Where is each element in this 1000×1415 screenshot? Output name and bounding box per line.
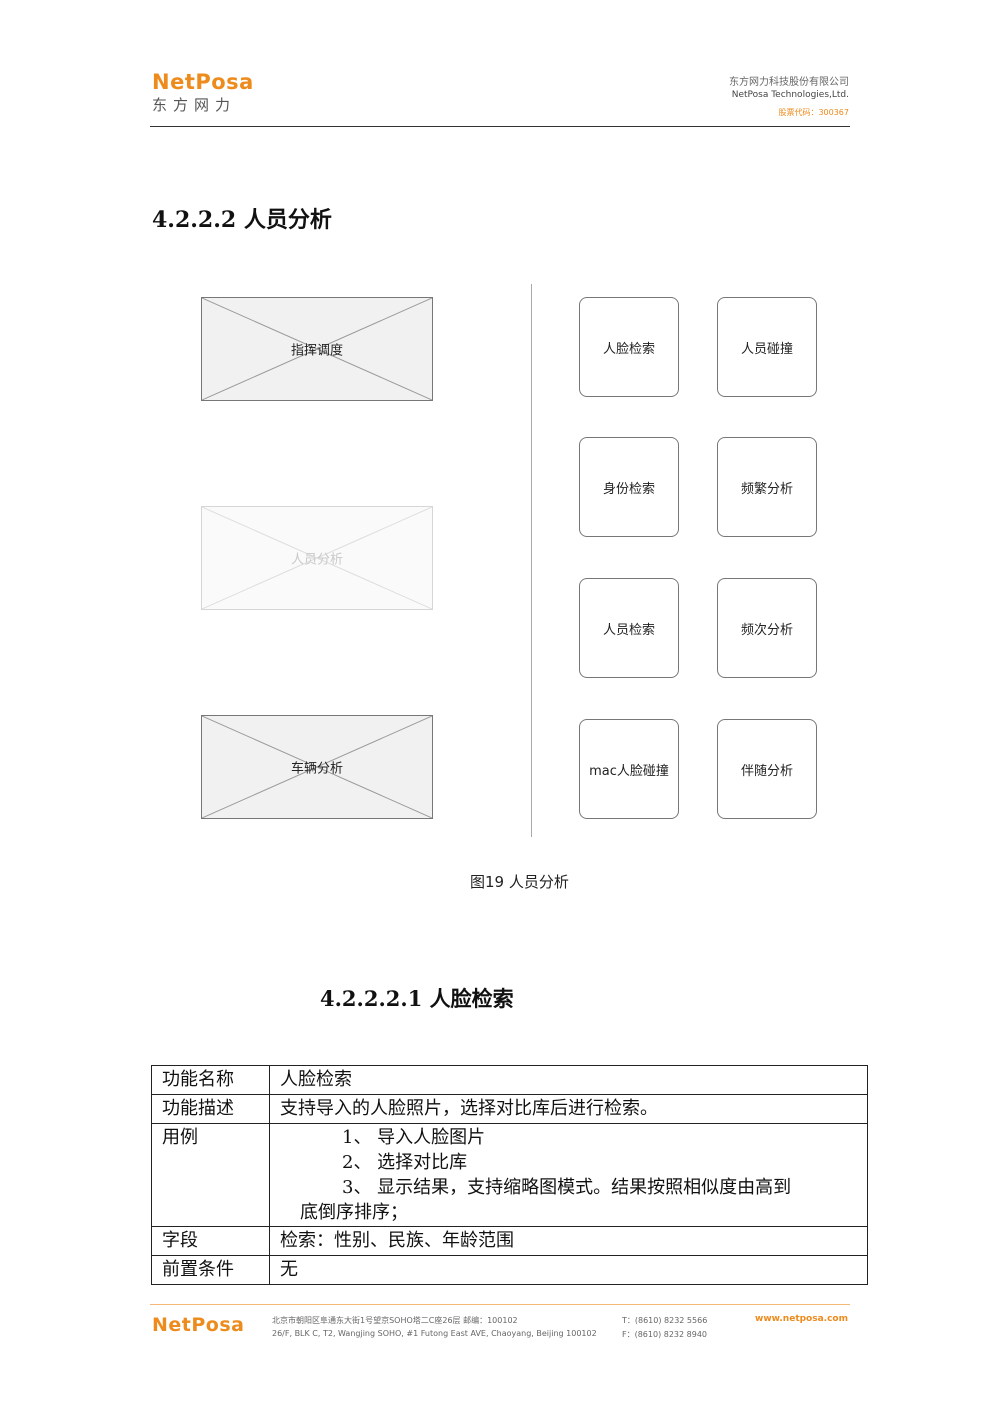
section-title: 4.2.2.2 人员分析 [152, 207, 332, 233]
tile-mac-face-collision[interactable]: mac人脸碰撞 [579, 719, 679, 819]
footer-fax: F：(8610) 8232 8940 [622, 1330, 708, 1339]
table-row: 用例 1、 导入人脸图片 2、 选择对比库 3、 显示结果，支持缩略图模式。结果… [151, 1123, 868, 1227]
table-row: 功能名称 人脸检索 [151, 1065, 868, 1095]
footer-divider [150, 1304, 850, 1305]
panel-label: 车辆分析 [290, 761, 343, 777]
footer-telephone: T：(8610) 8232 5566 [622, 1316, 708, 1325]
use-case-step: 1、 导入人脸图片 [342, 1127, 486, 1148]
panel-personnel-analysis[interactable]: 人员分析 [201, 506, 433, 610]
company-name-cn: 东方网力科技股份有限公司 [729, 77, 849, 88]
placeholder-cross-icon [202, 298, 432, 400]
subsection-title: 4.2.2.2.1 人脸检索 [320, 986, 514, 1011]
footer-netposa-logo: NetPosa [152, 1314, 245, 1336]
logo-chinese-text: 东方网力 [152, 96, 237, 114]
placeholder-cross-icon [202, 716, 432, 818]
company-name-en: NetPosa Technologies,Ltd. [731, 90, 849, 100]
use-case-step: 3、 显示结果，支持缩略图模式。结果按照相似度由高到 [342, 1177, 792, 1198]
panel-label: 指挥调度 [290, 343, 343, 359]
panel-command-dispatch[interactable]: 指挥调度 [201, 297, 433, 401]
row-key: 功能描述 [151, 1094, 270, 1124]
use-case-step: 2、 选择对比库 [342, 1152, 468, 1173]
footer-address-en: 26/F, BLK C, T2, Wangjing SOHO, #1 Futon… [272, 1329, 597, 1338]
tile-frequent-analysis[interactable]: 频繁分析 [717, 437, 817, 537]
figure-caption: 图19 人员分析 [470, 873, 569, 891]
footer-website-link[interactable]: www.netposa.com [755, 1314, 848, 1324]
netposa-logo: NetPosa [152, 70, 254, 94]
row-value: 支持导入的人脸照片，选择对比库后进行检索。 [269, 1094, 868, 1124]
table-row: 前置条件 无 [151, 1255, 868, 1285]
table-row: 字段 检索：性别、民族、年龄范围 [151, 1226, 868, 1256]
stock-code: 股票代码：300367 [778, 108, 849, 117]
tile-companion-analysis[interactable]: 伴随分析 [717, 719, 817, 819]
tile-frequency-analysis[interactable]: 频次分析 [717, 578, 817, 678]
panel-vehicle-analysis[interactable]: 车辆分析 [201, 715, 433, 819]
footer-address-cn: 北京市朝阳区阜通东大街1号望京SOHO塔二C座26层 邮编：100102 [272, 1316, 518, 1325]
tile-identity-search[interactable]: 身份检索 [579, 437, 679, 537]
function-spec-table: 功能名称 人脸检索 功能描述 支持导入的人脸照片，选择对比库后进行检索。 用例 … [151, 1065, 868, 1285]
row-key: 前置条件 [151, 1255, 270, 1285]
row-value: 检索：性别、民族、年龄范围 [269, 1226, 868, 1256]
table-row: 功能描述 支持导入的人脸照片，选择对比库后进行检索。 [151, 1094, 868, 1124]
placeholder-cross-icon [202, 507, 432, 609]
tile-personnel-search[interactable]: 人员检索 [579, 578, 679, 678]
panel-label: 人员分析 [290, 552, 343, 568]
row-key: 字段 [151, 1226, 270, 1256]
row-value: 1、 导入人脸图片 2、 选择对比库 3、 显示结果，支持缩略图模式。结果按照相… [269, 1123, 868, 1227]
row-value: 人脸检索 [269, 1065, 868, 1095]
header-divider [150, 126, 850, 127]
figure-divider [531, 284, 532, 837]
tile-face-search[interactable]: 人脸检索 [579, 297, 679, 397]
row-key: 功能名称 [151, 1065, 270, 1095]
tile-personnel-collision[interactable]: 人员碰撞 [717, 297, 817, 397]
row-key: 用例 [151, 1123, 270, 1227]
use-case-step-continuation: 底倒序排序； [300, 1202, 408, 1223]
row-value: 无 [269, 1255, 868, 1285]
